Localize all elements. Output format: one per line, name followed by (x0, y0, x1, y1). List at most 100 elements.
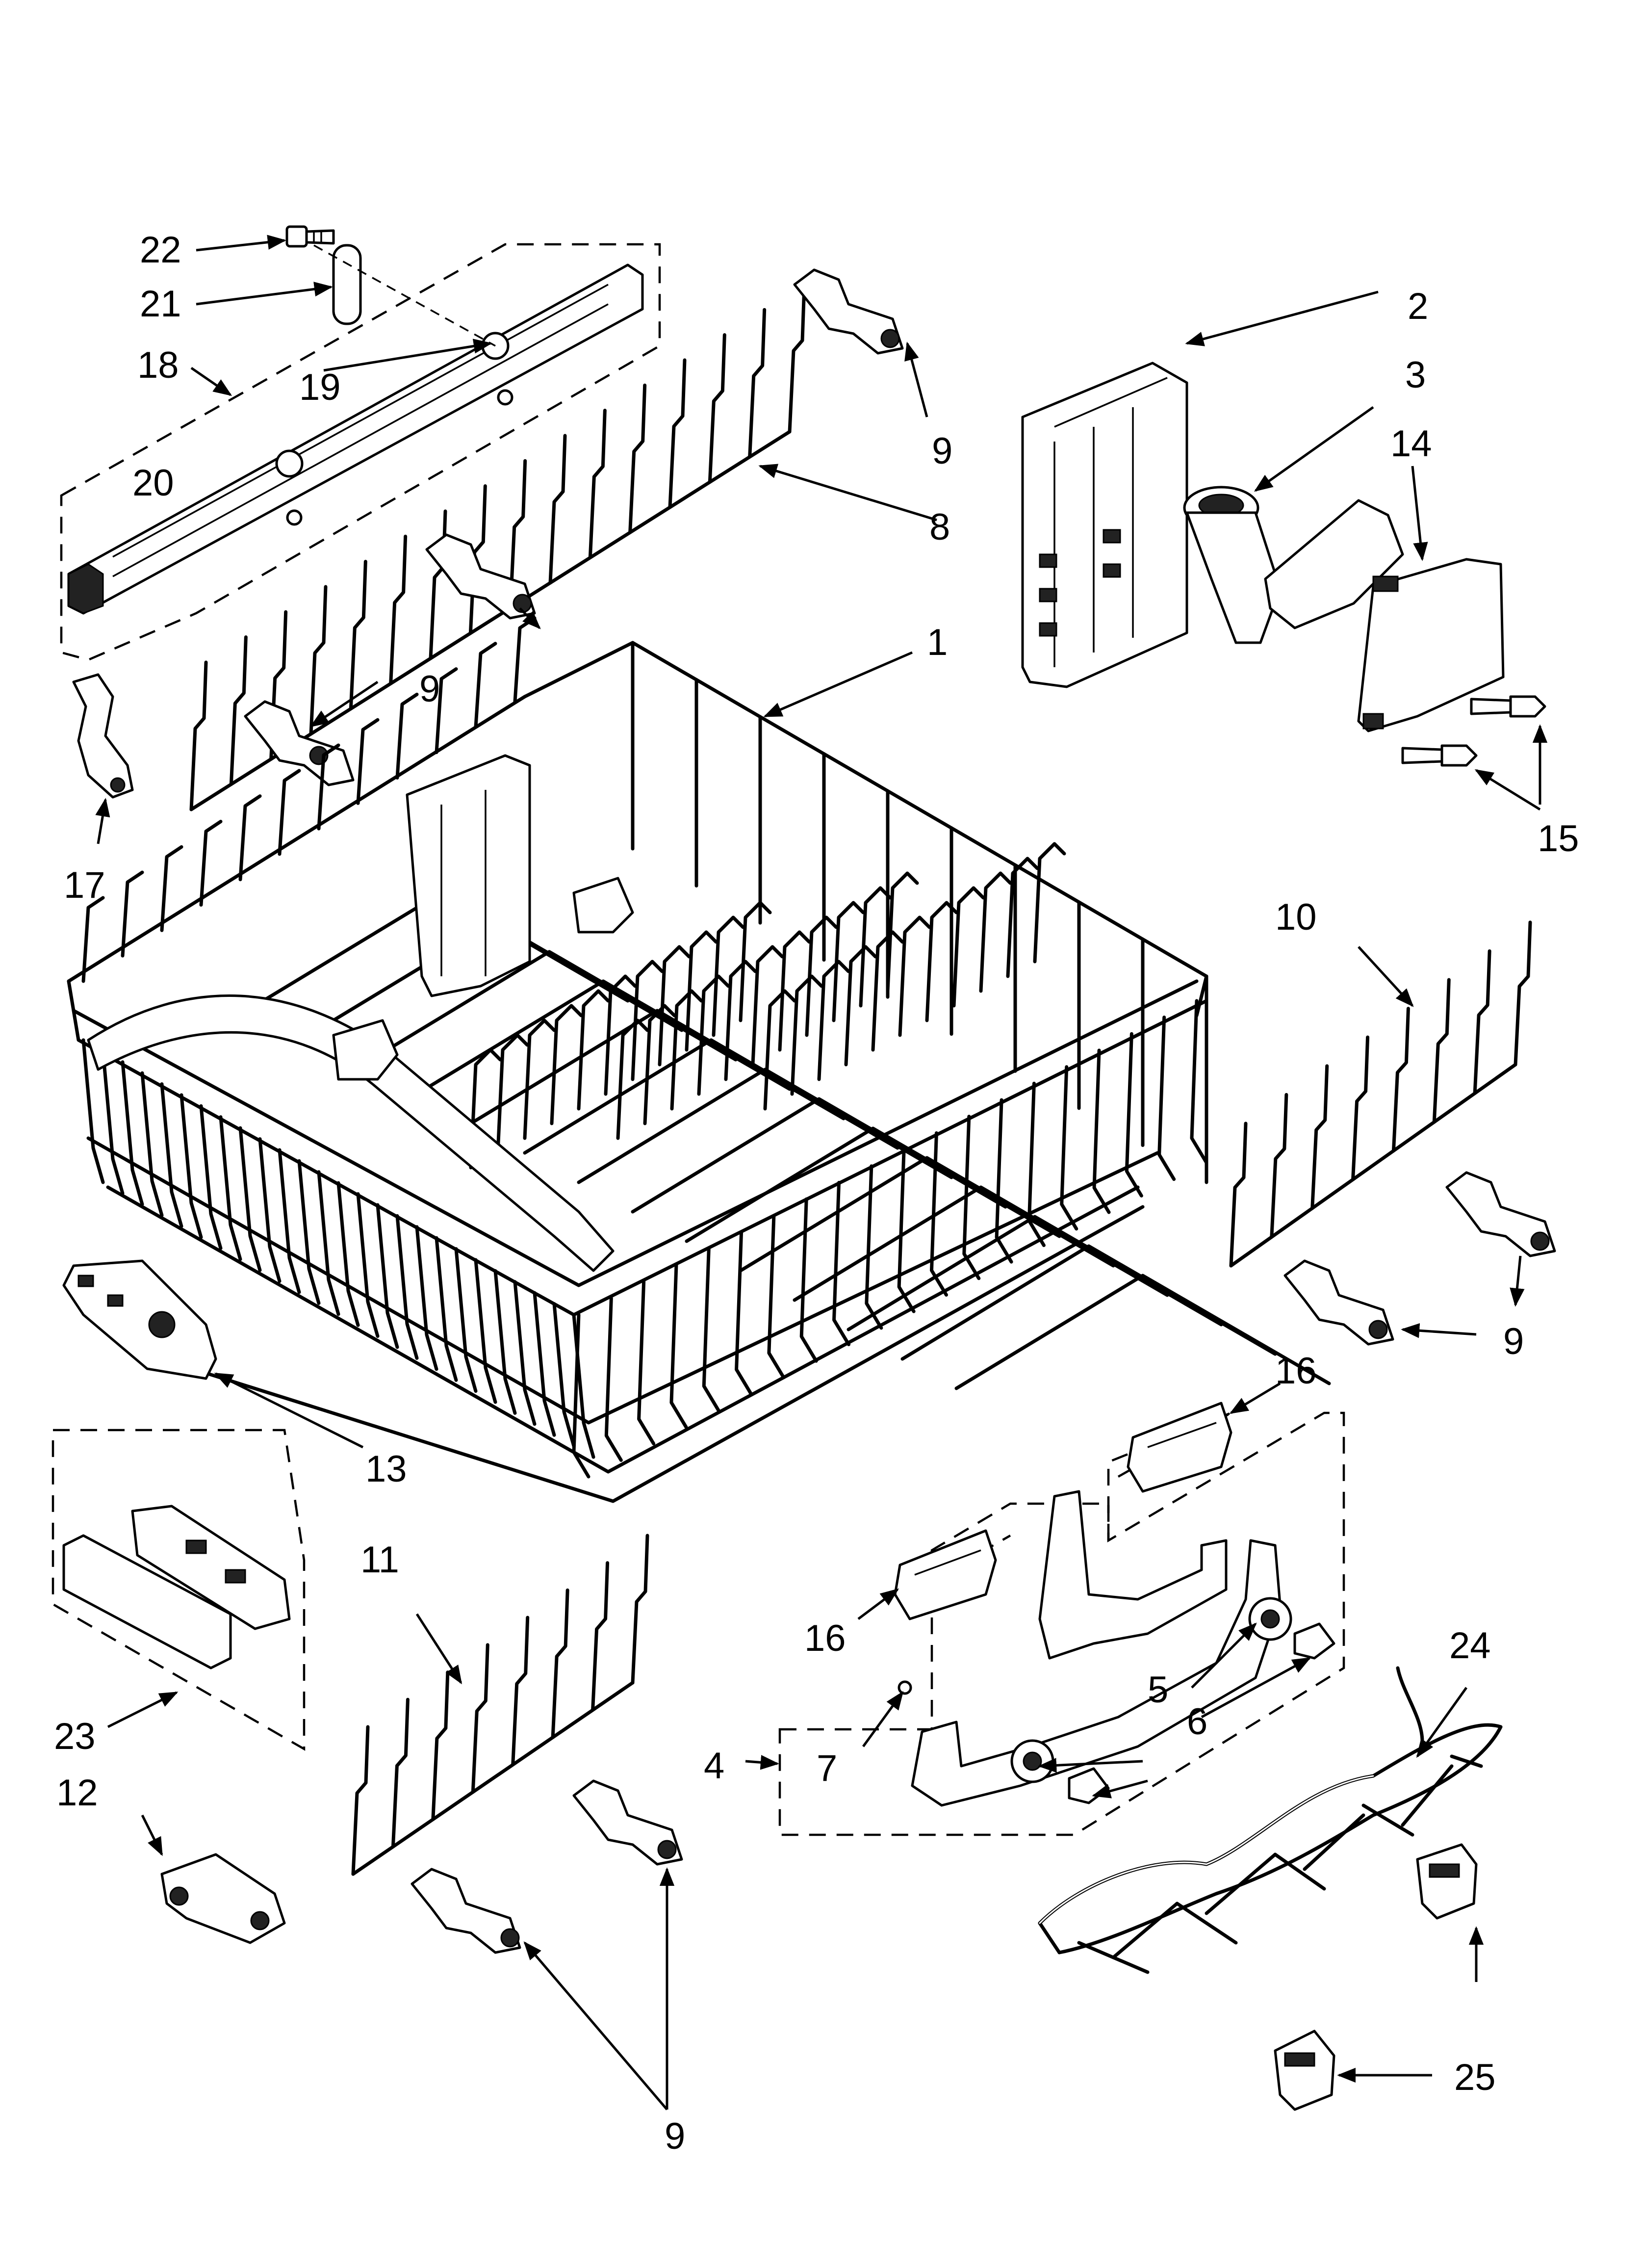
rack-front-wire (395, 1214, 419, 1360)
rack-side-wire (832, 1181, 851, 1347)
rail-hole (497, 389, 513, 406)
rack-tine (763, 989, 796, 1111)
rack-tine (832, 901, 865, 1022)
tine (588, 409, 607, 560)
leader-lines (95, 235, 1548, 2111)
callout-4: 4 (704, 1745, 724, 1787)
rack-front-wire (474, 1258, 497, 1404)
rack-floor-wire (954, 1274, 1331, 1390)
tine-pivot-housing-part-2 (1021, 362, 1188, 688)
callout-labels: 22 21 18 19 20 8 9 9 1 2 3 14 15 17 10 9… (54, 229, 1579, 2157)
rack-tine (81, 896, 105, 983)
rack-tine (469, 1048, 502, 1170)
rack-front-wire (454, 1247, 478, 1393)
rack-front-wire (278, 1148, 301, 1294)
rack-side-wire (865, 1164, 883, 1330)
side-cover-part-14 (1357, 558, 1505, 732)
rack-top-rim (523, 641, 1208, 1017)
rack-side-wire (572, 1313, 590, 1479)
tine (708, 333, 726, 484)
rack-tine (658, 945, 691, 1067)
rack-side-wire (1060, 1065, 1078, 1231)
rack-side-wire (735, 1230, 753, 1396)
rack-tine (550, 1004, 583, 1125)
rack-tine (435, 667, 458, 755)
callout-2: 2 (1408, 286, 1428, 327)
tine (668, 358, 687, 509)
rack-front-wire (101, 1049, 125, 1195)
rack-tine (979, 871, 1012, 993)
tine (349, 560, 367, 711)
rack-side-wire (1125, 1032, 1143, 1198)
rack-front-wire (238, 1126, 262, 1272)
rack-tine (859, 886, 892, 1008)
rack-tine (724, 960, 757, 1081)
tine (1310, 1064, 1329, 1210)
housing-detail (440, 790, 487, 976)
callout-17: 17 (64, 864, 105, 906)
rack-side-wire (929, 1131, 948, 1297)
callout-22: 22 (140, 229, 181, 271)
rack-clip-part-9 (572, 1779, 683, 1866)
tine (628, 383, 647, 534)
rack-tine (739, 901, 772, 1022)
callout-23: 23 (54, 1716, 96, 1757)
tine (389, 534, 408, 685)
rack-front-wire (356, 1192, 380, 1338)
rack-tine (121, 870, 144, 958)
rack-front-wire (435, 1236, 458, 1382)
adjuster-rail-endcap (68, 563, 104, 614)
rack-tine (685, 930, 718, 1052)
callout-18: 18 (137, 344, 179, 386)
callout-3: 3 (1405, 354, 1426, 396)
rack-tine (898, 915, 931, 1037)
rack-tine (604, 974, 637, 1096)
rack-side-wire (1157, 1016, 1176, 1181)
tine (471, 1643, 489, 1794)
axle-part-6 (1068, 1767, 1110, 1804)
rack-tine (160, 845, 183, 932)
rack-front-wire (376, 1203, 399, 1349)
callout-11: 11 (360, 1539, 399, 1581)
tine (1514, 920, 1532, 1067)
rack-tine (925, 901, 958, 1022)
rack-tine (577, 989, 610, 1111)
callout-10: 10 (1275, 896, 1317, 938)
rack-front-wire (513, 1280, 537, 1426)
rack-front-wire (317, 1170, 340, 1316)
tine (1229, 1121, 1248, 1268)
rack-tine (790, 974, 823, 1096)
rack-tine (317, 743, 340, 831)
rack-tine (712, 915, 745, 1037)
screw-part-22 (285, 225, 335, 248)
rack-clip-part-9 (1283, 1259, 1394, 1346)
callout-9c: 9 (1503, 1321, 1524, 1362)
rack-tine (278, 769, 301, 856)
rack-front-wire (533, 1291, 556, 1437)
link-bracket-part-21 (332, 244, 362, 325)
dashed-align-line (313, 244, 496, 347)
clip-part-25 (1274, 2030, 1335, 2111)
tine (229, 635, 248, 786)
rack-front-wire (180, 1093, 203, 1239)
rack-mount-clip (332, 1019, 399, 1081)
rack-stop-part-12 (160, 1853, 286, 1944)
rail-slot-line (112, 284, 609, 558)
tine (1351, 1035, 1370, 1181)
rack-tine (778, 930, 811, 1052)
rack-front-wire (493, 1269, 517, 1415)
rack-front-wire (336, 1181, 360, 1327)
callout-15: 15 (1538, 818, 1579, 860)
adjuster-rail-assembly-group (60, 225, 661, 661)
callout-9b: 9 (419, 668, 440, 710)
tine (548, 434, 567, 585)
rack-tine (631, 960, 664, 1081)
rack-front-wire (199, 1104, 223, 1250)
callout-9a: 9 (932, 430, 952, 472)
rack-front-wire (415, 1225, 438, 1371)
tine (511, 1616, 530, 1767)
callout-16b: 16 (804, 1617, 846, 1659)
callout-5: 5 (1148, 1669, 1168, 1711)
rack-front-wire (552, 1302, 576, 1448)
